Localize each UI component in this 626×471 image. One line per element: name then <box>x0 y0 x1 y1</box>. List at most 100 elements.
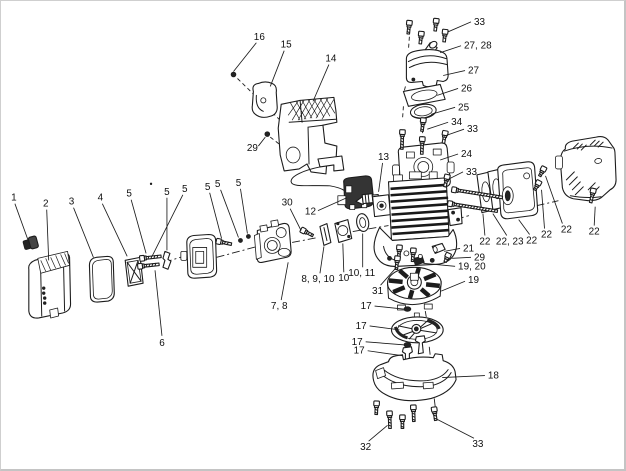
leader-line <box>380 267 397 286</box>
leader-line <box>452 256 472 259</box>
leader-line <box>342 243 345 273</box>
leader-line <box>317 197 347 212</box>
leader-line <box>492 213 508 236</box>
flywheel-19 <box>386 266 442 311</box>
spacer-10 <box>334 219 353 243</box>
callout-label: 2 <box>43 199 49 210</box>
callout-label: 1 <box>11 193 17 204</box>
leader-line <box>101 203 128 257</box>
callout-label: 15 <box>281 40 293 51</box>
leader-line <box>280 262 289 301</box>
callout-label: 22 <box>589 227 601 238</box>
callout-label: 25 <box>458 102 470 113</box>
leader-line <box>220 189 239 238</box>
leader-line <box>441 280 466 292</box>
callout-label: 33 <box>472 439 484 450</box>
screw-icon <box>441 28 449 43</box>
callout-label: 29 <box>474 252 486 263</box>
carb-gasket-8-9-10 <box>319 223 332 246</box>
clip-5 <box>162 250 172 270</box>
leader-line <box>374 305 404 310</box>
callout-label: 17 <box>361 301 373 312</box>
washer-17-b <box>403 342 412 348</box>
leader-line <box>154 270 163 336</box>
leader-line <box>240 188 248 234</box>
starter-cover-2 <box>28 250 72 319</box>
callout-label: 32 <box>360 442 372 453</box>
callout-label: 22 <box>561 225 573 236</box>
bolt-17-d <box>414 335 426 355</box>
air-filter-element-25 <box>409 103 437 119</box>
callout-label: 3 <box>69 197 75 208</box>
callout-label: 21 <box>463 243 475 254</box>
callout-label: 17 <box>354 346 366 357</box>
ignition-coil-12 <box>337 175 375 211</box>
leader-line <box>440 153 459 161</box>
ring-10-11 <box>356 213 370 232</box>
leader-line <box>365 341 404 346</box>
callout-label: 8, 9, 10 <box>301 274 335 285</box>
leader-line <box>440 45 462 54</box>
intake-flange <box>372 194 392 218</box>
callout-label: 22 <box>526 235 538 246</box>
leader-line <box>367 350 403 357</box>
callout-label: 7, 8 <box>271 301 288 312</box>
callout-label: 33 <box>467 124 479 135</box>
callout-label: 18 <box>488 371 500 382</box>
leader-line <box>444 247 461 252</box>
screw-icon <box>138 254 162 262</box>
screw-icon <box>136 262 160 270</box>
leader-line <box>46 209 50 261</box>
pawl-parts <box>403 250 423 259</box>
leader-line <box>545 175 563 224</box>
shroud-grille-hatch <box>287 98 336 121</box>
leader-line <box>289 208 302 231</box>
callout-label: 5 <box>236 178 242 189</box>
callout-label: 4 <box>98 193 104 204</box>
callout-label: 33 <box>466 167 478 178</box>
leader-line <box>443 70 466 76</box>
screw-icon <box>373 400 380 416</box>
screw-icon <box>417 30 425 45</box>
callout-label: 5 <box>164 187 170 198</box>
cylinder-24-block <box>387 171 450 242</box>
callout-label: 6 <box>159 338 165 349</box>
leader-line <box>447 21 472 33</box>
screw-icon <box>419 117 427 132</box>
screw-icon <box>418 136 426 155</box>
washer-17-a <box>403 306 412 312</box>
screw-icon <box>215 237 233 246</box>
screw-icon <box>409 404 417 423</box>
muffler-cover-22 <box>555 136 617 202</box>
air-filter-cover-27 <box>405 49 449 88</box>
callout-label: 24 <box>461 149 473 160</box>
clutch-17 <box>390 312 444 344</box>
air-filter-housing <box>180 233 218 279</box>
screw-fasteners <box>136 17 597 430</box>
screw-icon <box>588 187 597 204</box>
screw-icon <box>432 17 440 32</box>
screw-icon <box>450 186 504 200</box>
air-filter-gasket-26 <box>402 83 446 107</box>
callout-label: 33 <box>474 17 486 28</box>
callout-label: 5 <box>126 189 132 200</box>
leader-line <box>431 106 456 115</box>
screw-icon <box>443 251 452 263</box>
callout-label: 30 <box>282 198 294 209</box>
callout-label: 13 <box>378 152 390 163</box>
callout-label: 26 <box>461 83 473 94</box>
callout-label: 5 <box>182 184 188 195</box>
exhaust-flange <box>447 207 463 227</box>
leader-line <box>130 199 147 254</box>
leader-line <box>437 88 459 96</box>
screw-icon <box>430 406 438 422</box>
leader-line <box>368 424 388 442</box>
screw-icon <box>533 179 543 192</box>
callout-label: 19, 20 <box>458 261 486 272</box>
leader-line <box>378 162 383 192</box>
filter-element-3 <box>88 255 115 303</box>
switch-bracket-and-wire <box>290 155 346 192</box>
carburetor-7-8 <box>253 219 292 264</box>
